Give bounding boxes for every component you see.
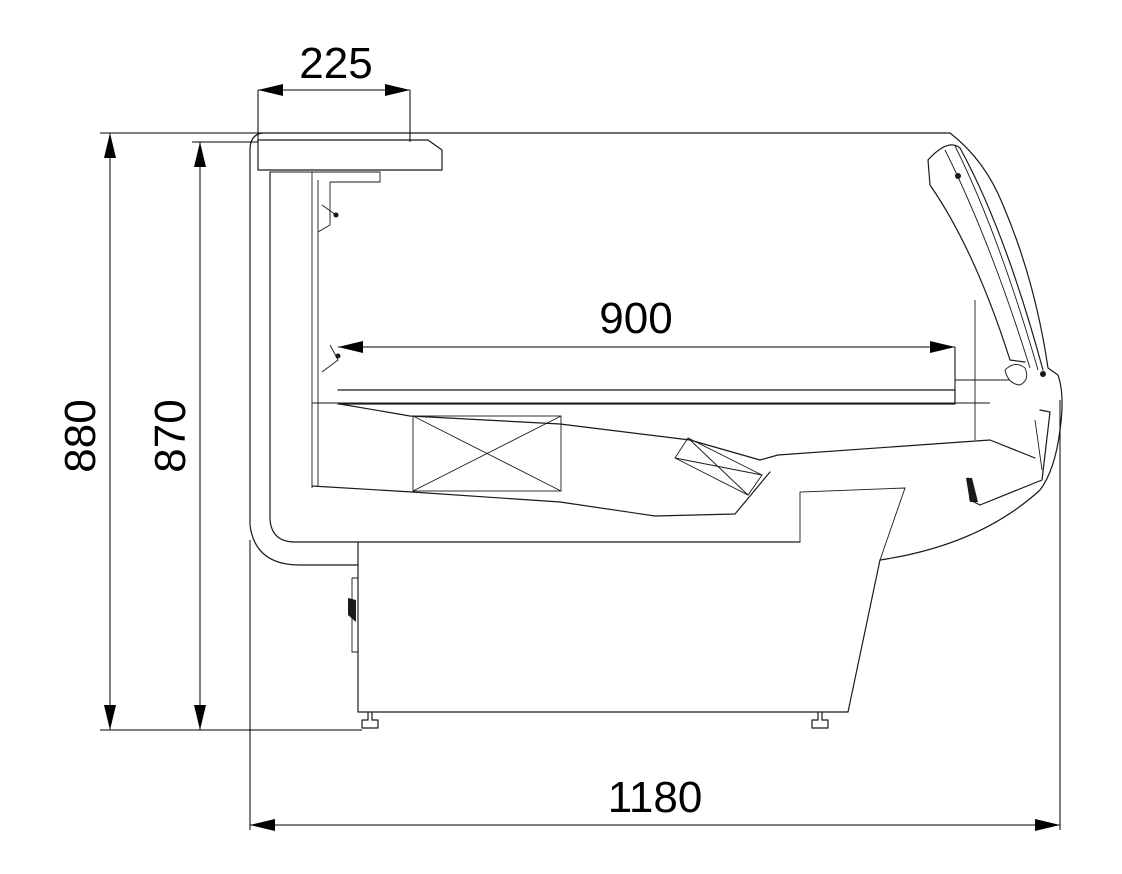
evaporator-section xyxy=(311,403,1036,561)
dimension-900: 900 xyxy=(338,294,956,390)
foot-left xyxy=(361,711,379,729)
dimension-880: 880 xyxy=(56,132,362,731)
cabinet-outline xyxy=(249,132,1063,566)
front-glass xyxy=(927,144,1046,440)
evaporator-box xyxy=(412,415,562,492)
dimension-label-900: 900 xyxy=(599,294,672,343)
top-shelf xyxy=(257,139,443,233)
dimension-label-880: 880 xyxy=(56,399,105,472)
base-cabinet xyxy=(348,541,881,729)
display-tray xyxy=(312,344,1010,405)
dimension-label-225: 225 xyxy=(299,39,372,88)
foot-right xyxy=(811,711,829,729)
dimension-label-1180: 1180 xyxy=(608,773,703,822)
dimension-label-870: 870 xyxy=(146,399,195,472)
dimension-870: 870 xyxy=(146,141,258,730)
dimension-225: 225 xyxy=(257,39,411,142)
front-lower-panel xyxy=(966,409,1051,506)
dimension-1180: 1180 xyxy=(249,400,1061,831)
